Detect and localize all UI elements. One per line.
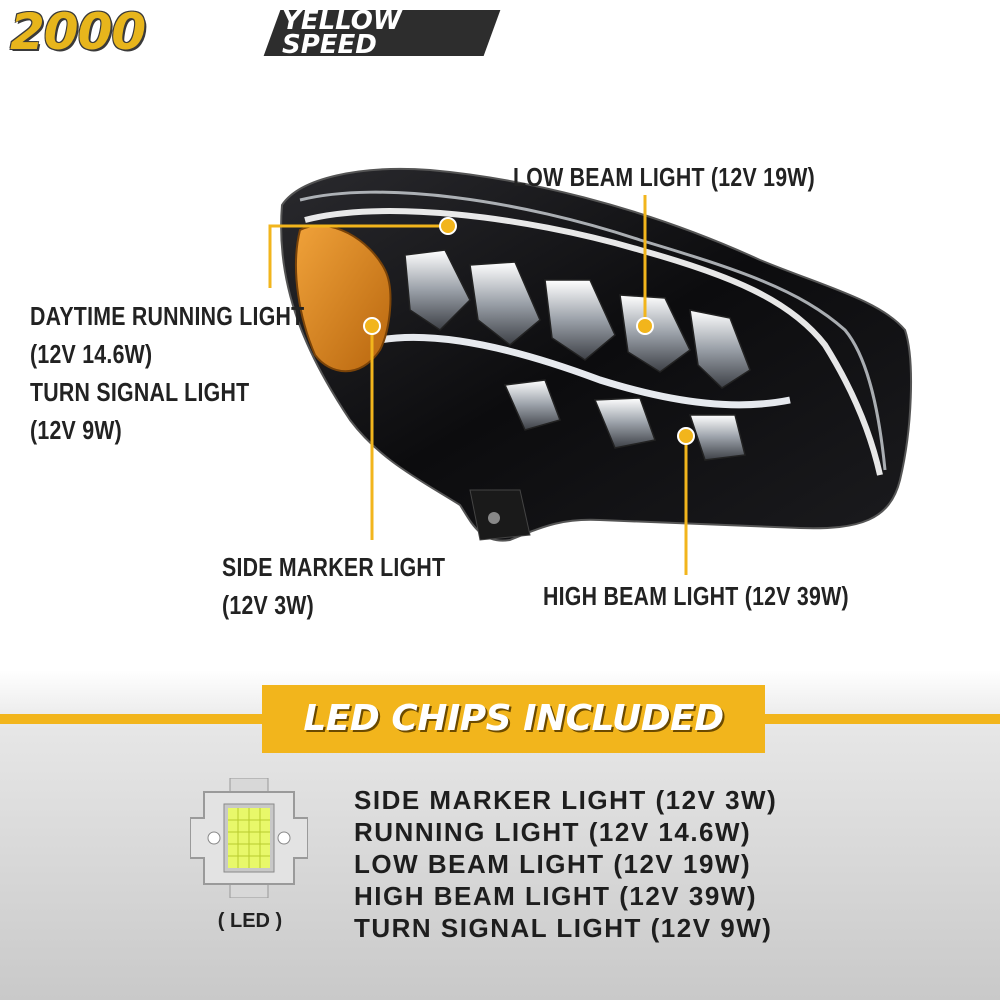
low-beam-reflectors [404, 249, 751, 389]
spec-list: SIDE MARKER LIGHT (12V 3W) RUNNING LIGHT… [354, 784, 777, 944]
turn-signal-spec: (12V 9W) [30, 415, 123, 445]
logo-word-bottom: SPEED [282, 30, 377, 60]
list-item: LOW BEAM LIGHT (12V 19W) [354, 849, 752, 879]
list-item: HIGH BEAM LIGHT (12V 39W) [354, 881, 757, 911]
chip-caption: ( LED ) [217, 910, 283, 932]
high-beam-label: HIGH BEAM LIGHT (12V 39W) [543, 581, 849, 611]
banner-title: LED CHIPS INCLUDED [303, 698, 724, 739]
headlight-illustration [268, 167, 912, 575]
drl-strip [304, 208, 883, 476]
list-item: TURN SIGNAL LIGHT (12V 9W) [354, 913, 773, 943]
banner: LED CHIPS INCLUDED [262, 685, 765, 753]
drl-label: DAYTIME RUNNING LIGHT [30, 301, 305, 331]
list-item: SIDE MARKER LIGHT (12V 3W) [354, 785, 778, 815]
led-chip-image [190, 778, 308, 898]
side-marker-spec: (12V 3W) [222, 590, 315, 620]
logo-number: 2000 [10, 3, 146, 61]
amber-lens [295, 224, 392, 373]
logo-word-top: YELLOW [282, 6, 402, 36]
list-item: RUNNING LIGHT (12V 14.6W) [354, 817, 752, 847]
chrome-trim [299, 190, 887, 471]
high-beam-projectors [503, 379, 746, 461]
side-marker-label: SIDE MARKER LIGHT [222, 552, 446, 582]
callout-leaders [268, 195, 688, 575]
brand-logo: 2000 YELLOW SPEED [10, 3, 501, 61]
callout-dots [363, 217, 695, 445]
drl-lower-strip [379, 333, 791, 409]
bracket-bolt [488, 512, 500, 524]
mounting-bracket [469, 489, 531, 541]
turn-signal-label: TURN SIGNAL LIGHT [30, 377, 250, 407]
drl-spec: (12V 14.6W) [30, 339, 153, 369]
low-beam-label: LOW BEAM LIGHT (12V 19W) [513, 162, 816, 192]
